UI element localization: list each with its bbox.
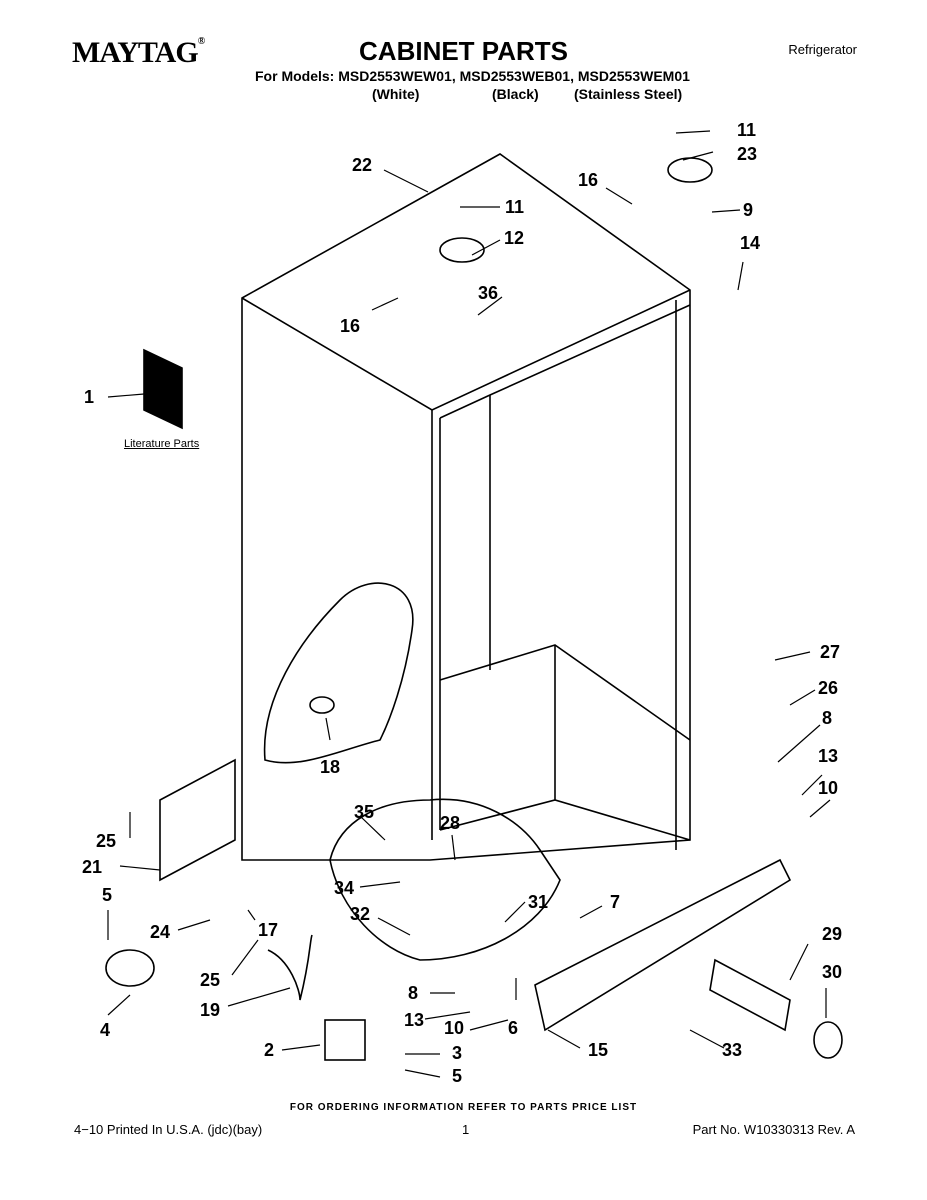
variant-white: (White)	[372, 86, 420, 102]
callout-23: 23	[737, 144, 758, 164]
callout-13: 13	[404, 1010, 425, 1030]
callout-10: 10	[818, 778, 839, 798]
page-title: CABINET PARTS	[359, 36, 568, 66]
cutaway-wall	[263, 582, 414, 764]
callout-5: 5	[102, 885, 113, 905]
callout-7: 7	[610, 892, 621, 912]
callout-6: 6	[508, 1018, 519, 1038]
brand-name: MAYTAG	[72, 36, 199, 69]
literature-parts-label: Literature Parts	[124, 438, 200, 450]
leader-lines	[107, 130, 831, 1078]
callout-28: 28	[440, 813, 461, 833]
callout-18: 18	[320, 757, 341, 777]
grommet	[309, 696, 335, 714]
cabinet-outline	[241, 153, 691, 861]
models-line: For Models: MSD2553WEW01, MSD2553WEB01, …	[255, 68, 690, 84]
doc-type: Refrigerator	[788, 42, 857, 57]
page-number: 1	[462, 1122, 470, 1137]
callout-24: 24	[150, 922, 171, 942]
callout-17: 17	[258, 920, 279, 940]
callout-14: 14	[740, 233, 761, 253]
callout-36: 36	[478, 283, 499, 303]
water-filter	[709, 958, 843, 1059]
callout-22: 22	[352, 155, 373, 175]
roller-assembly	[105, 949, 155, 987]
toe-grille	[534, 858, 792, 1032]
variant-stainless: (Stainless Steel)	[574, 86, 683, 102]
water-tube	[267, 934, 313, 1001]
callout-8: 8	[408, 983, 419, 1003]
callout-34: 34	[334, 878, 355, 898]
literature-booklet	[143, 348, 183, 430]
print-info: 4−10 Printed In U.S.A. (jdc)(bay)	[74, 1122, 263, 1137]
callout-32: 32	[350, 904, 371, 924]
callout-27: 27	[820, 642, 841, 662]
rear-access-panel	[159, 758, 236, 882]
cutaway-lower	[329, 798, 561, 961]
callout-19: 19	[200, 1000, 221, 1020]
callout-10: 10	[444, 1018, 465, 1038]
callout-16: 16	[578, 170, 599, 190]
brand-logo: MAYTAG®	[72, 36, 206, 70]
callout-21: 21	[82, 857, 103, 877]
callout-35: 35	[354, 802, 375, 822]
callout-25: 25	[96, 831, 117, 851]
callout-33: 33	[722, 1040, 743, 1060]
callout-26: 26	[818, 678, 839, 698]
callout-29: 29	[822, 924, 843, 944]
callout-13: 13	[818, 746, 839, 766]
callout-12: 12	[504, 228, 525, 248]
callout-8: 8	[822, 708, 833, 728]
callout-5: 5	[452, 1066, 463, 1086]
callout-11: 11	[737, 120, 757, 140]
callout-31: 31	[528, 892, 549, 912]
leveling-leg	[324, 1019, 366, 1061]
callout-3: 3	[452, 1043, 463, 1063]
callout-11: 11	[505, 197, 525, 217]
hinge-cover-23	[667, 157, 713, 183]
variant-black: (Black)	[492, 86, 539, 102]
callout-2: 2	[264, 1040, 275, 1060]
callout-9: 9	[743, 200, 754, 220]
hinge-cover-12	[439, 237, 485, 263]
callout-16: 16	[340, 316, 361, 336]
callout-1: 1	[84, 387, 95, 407]
callout-15: 15	[588, 1040, 609, 1060]
callout-25: 25	[200, 970, 221, 990]
callout-30: 30	[822, 962, 843, 982]
ordering-note: FOR ORDERING INFORMATION REFER TO PARTS …	[289, 1102, 638, 1113]
part-number: Part No. W10330313 Rev. A	[692, 1122, 855, 1137]
trademark: ®	[197, 36, 206, 47]
callout-4: 4	[100, 1020, 111, 1040]
